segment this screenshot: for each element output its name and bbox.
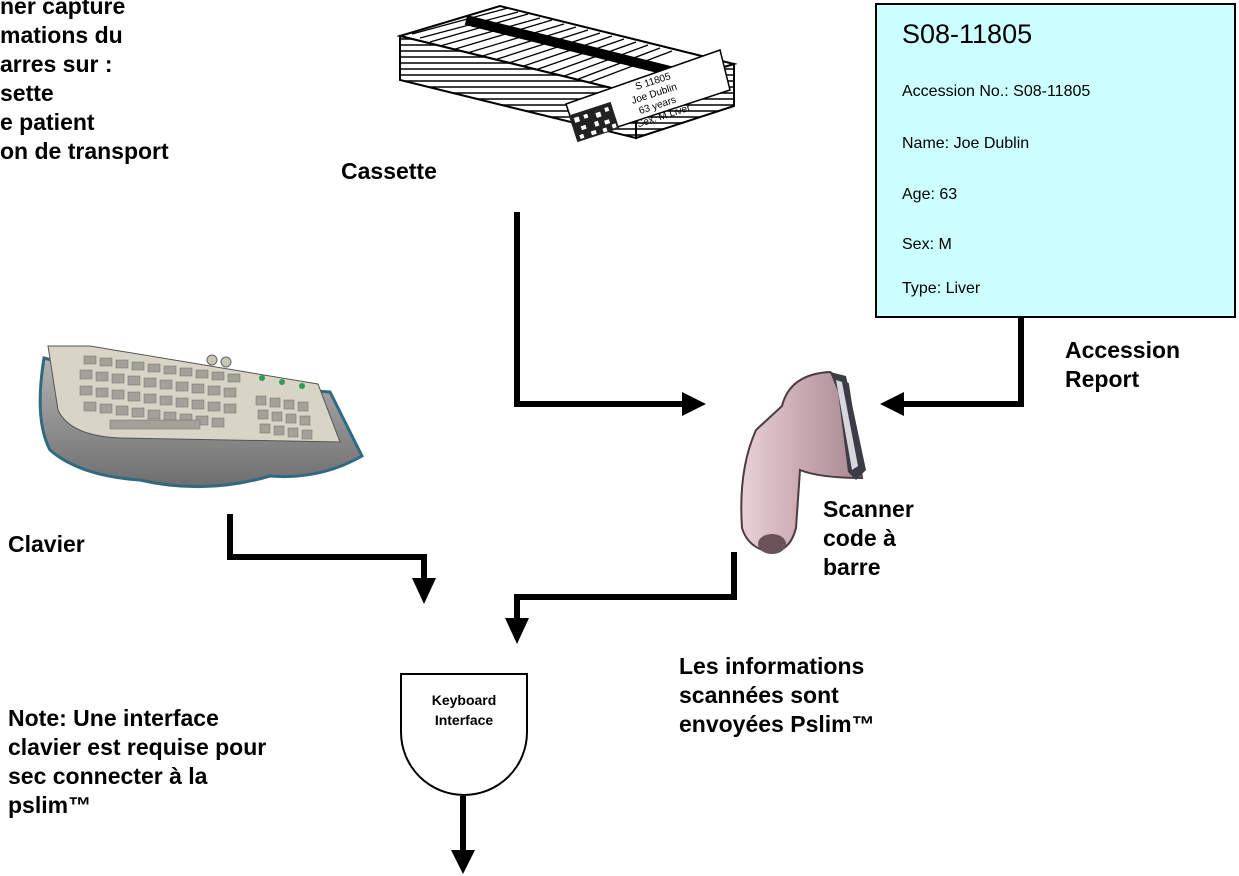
report-id: S08-11805 bbox=[902, 19, 1033, 49]
report-line: Name: Joe Dublin bbox=[902, 135, 1030, 152]
accession-label-line: Accession bbox=[1065, 337, 1181, 363]
arrow-left-icon bbox=[880, 392, 904, 416]
arrow-down-icon bbox=[412, 578, 436, 604]
interface-label-line: Keyboard bbox=[431, 692, 497, 708]
scanner-label-line: Scanner bbox=[823, 496, 914, 522]
report-line: Age: 63 bbox=[902, 186, 958, 203]
arrow-right-icon bbox=[682, 392, 706, 416]
note-line: sec connecter à la bbox=[8, 763, 208, 789]
note-line: clavier est requise pour bbox=[8, 734, 267, 760]
intro-line: mations du bbox=[0, 22, 123, 48]
report-line: Type: Liver bbox=[902, 280, 981, 297]
note-text: Note: Une interface clavier est requise … bbox=[8, 704, 266, 820]
cassette-illustration: S 11805 Joe Dublin 63 years Sex: M Liver bbox=[396, 4, 738, 143]
arrow-down-icon bbox=[505, 618, 529, 644]
intro-line: e patient bbox=[0, 109, 95, 135]
accession-label-line: Report bbox=[1065, 366, 1140, 392]
arrowheads bbox=[412, 392, 904, 874]
intro-line: on de transport bbox=[0, 138, 169, 164]
keyboard-interface-top-edge bbox=[400, 673, 528, 675]
note-line: Note: Une interface bbox=[8, 705, 219, 731]
report-line: Sex: M bbox=[902, 236, 952, 253]
note-line: pslim™ bbox=[8, 792, 92, 818]
keyboard-interface-shape bbox=[400, 673, 528, 796]
info-line: Les informations bbox=[679, 653, 865, 679]
cassette-label: Cassette bbox=[341, 158, 437, 184]
intro-line: ner capture bbox=[0, 0, 126, 19]
report-line: Accession No.: S08-11805 bbox=[902, 83, 1091, 100]
intro-text: ner capture mations du arres sur : sette… bbox=[0, 0, 169, 166]
accession-report-card: S08-11805 Accession No.: S08-11805 Name:… bbox=[875, 3, 1236, 318]
connectors bbox=[227, 212, 1024, 852]
intro-line: arres sur : bbox=[0, 51, 113, 77]
report-connector bbox=[900, 318, 1024, 407]
arrow-down-icon bbox=[451, 850, 475, 874]
scanner-label-line: code à bbox=[823, 525, 896, 551]
barcode-scanner-illustration bbox=[740, 370, 866, 554]
scanner-label-line: barre bbox=[823, 554, 881, 580]
keyboard-connector bbox=[227, 514, 427, 578]
info-line: envoyées Pslim™ bbox=[679, 711, 875, 737]
accession-report-label: Accession Report bbox=[1065, 336, 1180, 394]
info-line: scannées sont bbox=[679, 682, 839, 708]
keyboard-label: Clavier bbox=[8, 531, 85, 557]
intro-line: sette bbox=[0, 80, 54, 106]
interface-label-line: Interface bbox=[434, 712, 494, 728]
keyboard-interface-label: Keyboard Interface bbox=[400, 690, 528, 730]
info-text: Les informations scannées sont envoyées … bbox=[679, 652, 875, 739]
keyboard-illustration bbox=[38, 345, 364, 489]
cassette-connector bbox=[514, 212, 686, 407]
scanner-connector bbox=[514, 552, 737, 618]
scanner-label: Scanner code à barre bbox=[823, 495, 914, 582]
